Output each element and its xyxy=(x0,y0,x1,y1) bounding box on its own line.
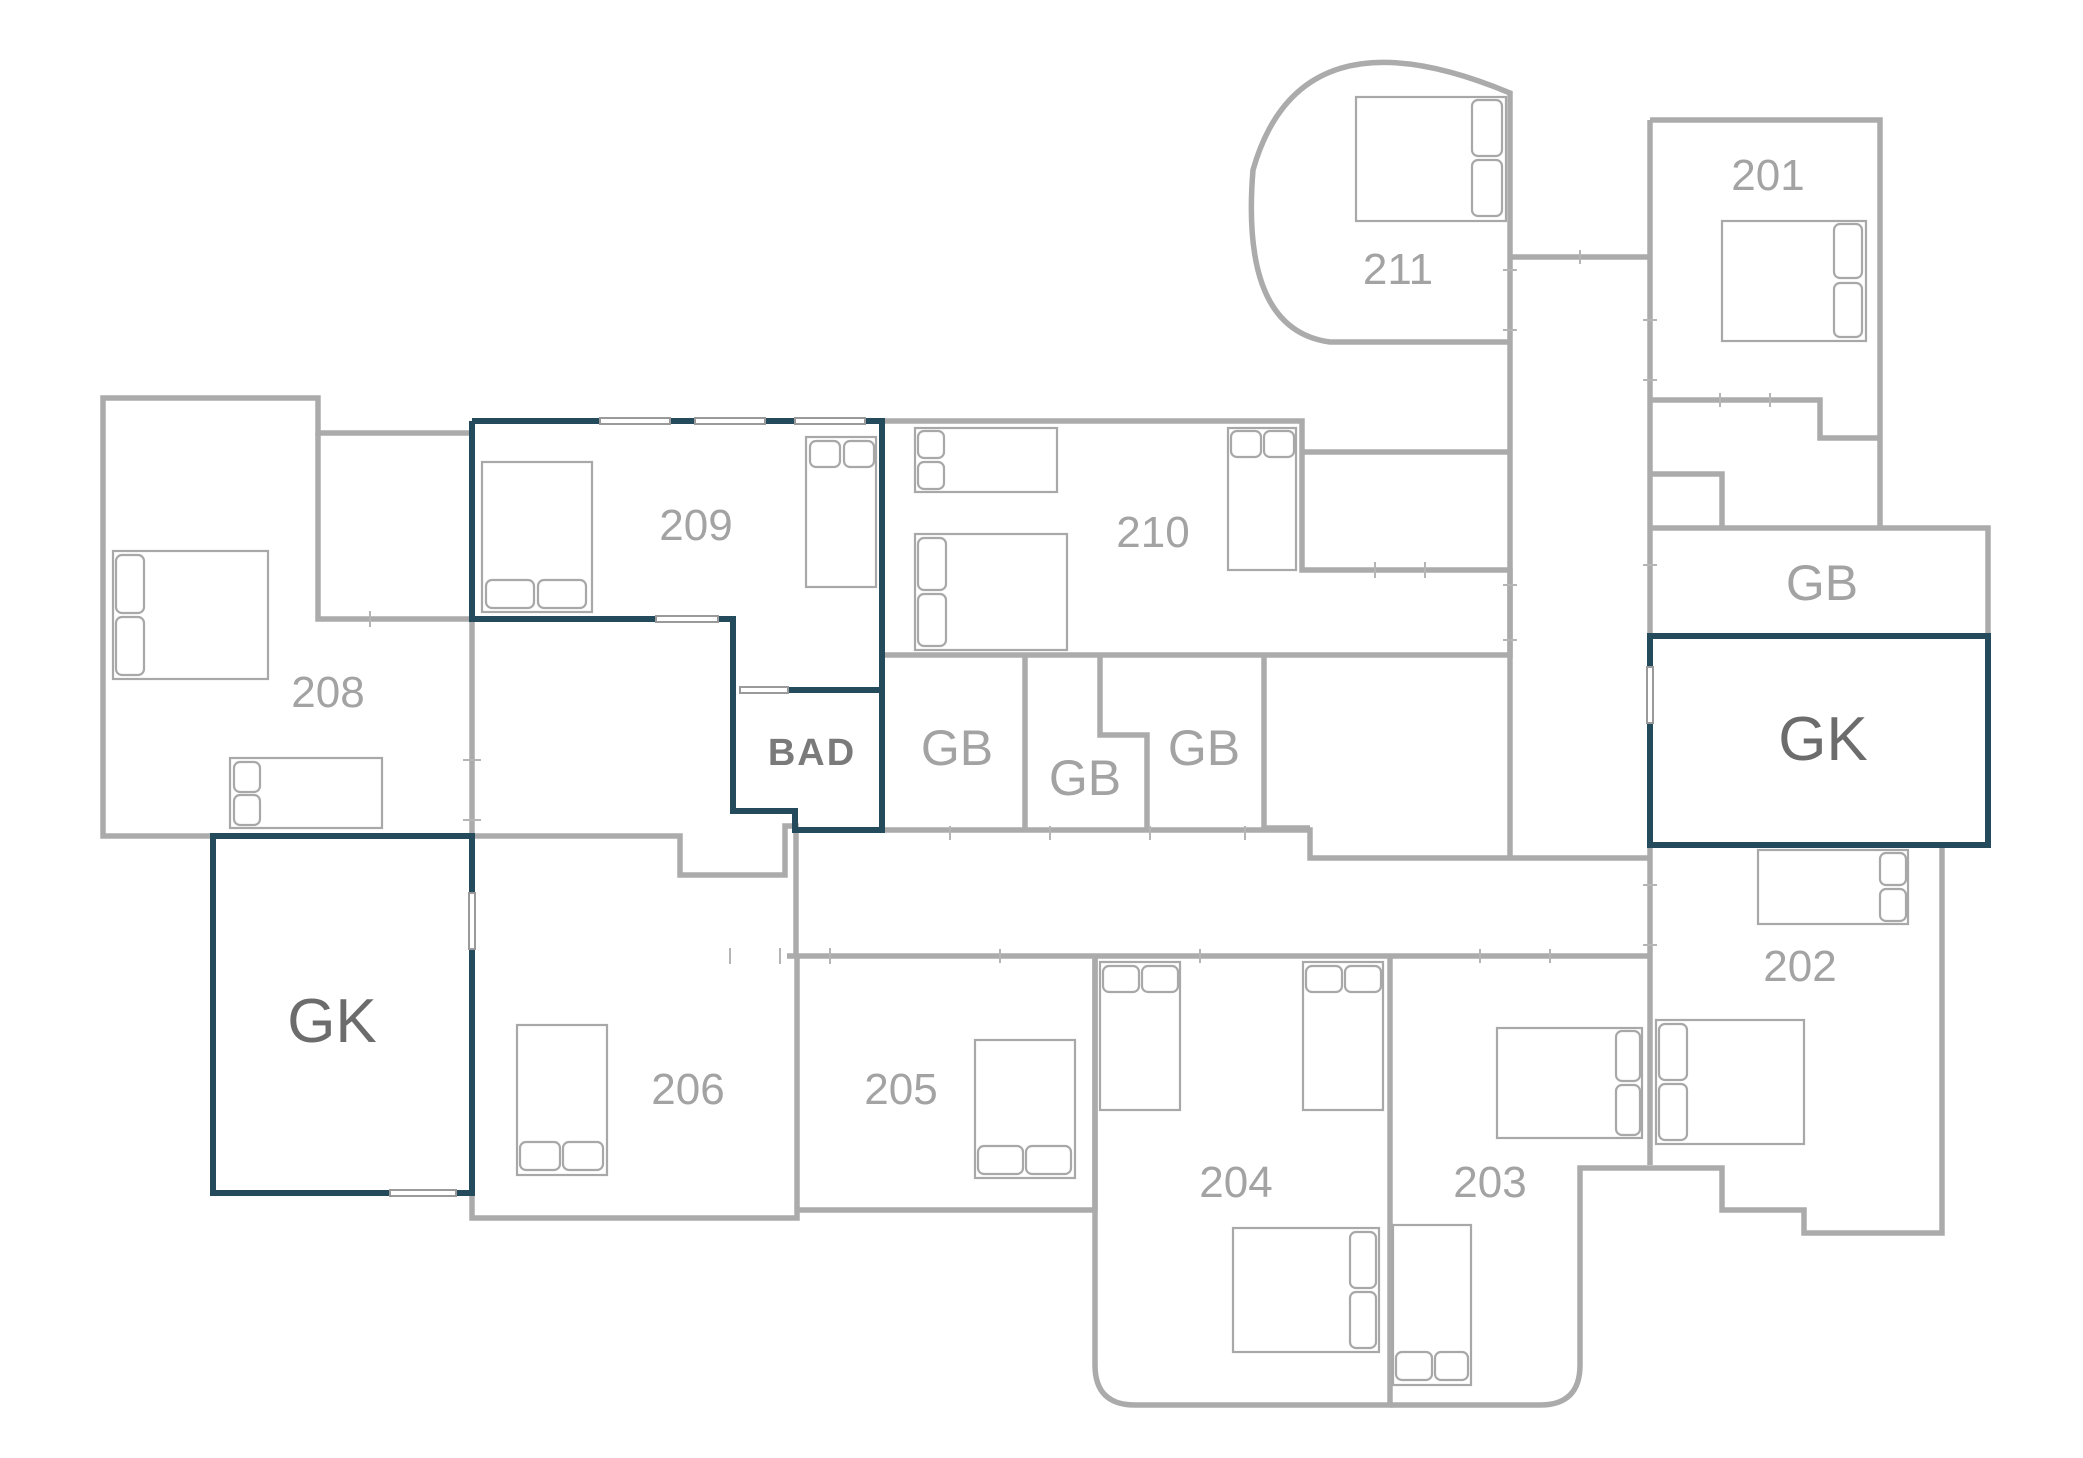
bed-206 xyxy=(515,1023,609,1177)
highlighted-walls xyxy=(210,418,1991,1196)
bed-204-a xyxy=(1098,960,1182,1112)
bed-204-b xyxy=(1301,960,1385,1112)
bed-210-c xyxy=(1226,426,1298,572)
room-206-label: 206 xyxy=(651,1065,724,1114)
bed-209-double xyxy=(480,460,594,614)
gb-label-2: GB xyxy=(1049,750,1121,806)
walls xyxy=(100,59,1991,1408)
bed-201 xyxy=(1720,219,1868,343)
wall-ticks xyxy=(369,250,1771,964)
room-204-label: 204 xyxy=(1199,1158,1272,1207)
bed-208-single xyxy=(228,756,384,830)
bad-label: BAD xyxy=(768,732,856,774)
bed-203-b xyxy=(1391,1223,1473,1387)
bed-209-single xyxy=(804,435,878,589)
bed-204-c xyxy=(1231,1226,1381,1354)
bed-205 xyxy=(973,1038,1077,1180)
bed-211 xyxy=(1354,95,1508,223)
room-202-label: 202 xyxy=(1763,942,1836,991)
room-203-label: 203 xyxy=(1453,1158,1526,1207)
gb-label-1: GB xyxy=(921,720,993,776)
gb-label-3: GB xyxy=(1168,720,1240,776)
gb-label-top-right: GB xyxy=(1786,555,1858,611)
gk-label-right: GK xyxy=(1778,705,1868,774)
bed-203-a xyxy=(1495,1026,1644,1140)
room-210-label: 210 xyxy=(1116,508,1189,557)
bed-202-b xyxy=(1654,1018,1806,1146)
room-labels: 201 202 203 204 205 206 208 209 210 211 … xyxy=(287,151,1868,1207)
room-201-label: 201 xyxy=(1731,151,1804,200)
room-209-label: 209 xyxy=(659,501,732,550)
windows xyxy=(389,417,1654,1197)
room-211-label: 211 xyxy=(1363,245,1433,294)
bed-202-a xyxy=(1756,848,1910,926)
bed-208-double xyxy=(111,549,270,681)
room-208-label: 208 xyxy=(291,668,364,717)
bed-210-b xyxy=(913,532,1069,652)
bed-210-a xyxy=(913,426,1059,494)
room-205-label: 205 xyxy=(864,1065,937,1114)
furniture xyxy=(111,95,1910,1387)
gk-label-left: GK xyxy=(287,987,377,1056)
